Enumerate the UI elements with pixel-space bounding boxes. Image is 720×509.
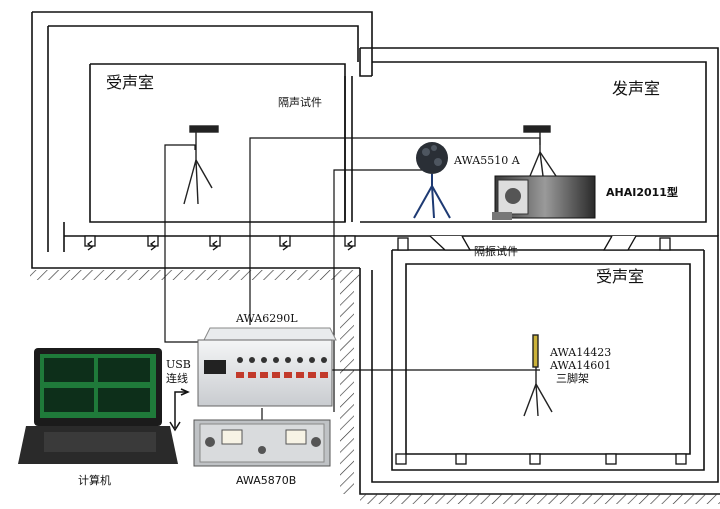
label-tripod: 三脚架: [556, 371, 589, 385]
omnidirectional-speaker: [413, 142, 451, 219]
laptop-computer: [18, 348, 178, 464]
label-usb: USB: [166, 358, 191, 371]
label-awa5510a: AWA5510 A: [453, 154, 521, 167]
microphone-tripod-source: [523, 125, 557, 177]
vibration-isolators-bottom: [395, 235, 687, 465]
label-computer: 计算机: [78, 473, 111, 487]
ahai2011-amplifier: [492, 175, 596, 220]
label-receive-room-top: 受声室: [106, 73, 154, 92]
label-ahai2011: AHAI2011型: [606, 185, 678, 199]
label-vibration-specimen: 隔振试件: [474, 244, 518, 258]
label-awa5870b: AWA5870B: [236, 474, 296, 487]
label-source-room: 发声室: [612, 79, 660, 98]
label-awa14423: AWA14423: [549, 346, 611, 359]
label-usb-cable: 连线: [166, 371, 188, 385]
usb-arrow: [169, 388, 190, 432]
vibration-isolators-top: [84, 235, 356, 251]
label-receive-room-bottom: 受声室: [596, 267, 644, 286]
label-awa14601: AWA14601: [549, 359, 611, 372]
microphone-tripod-left: [183, 125, 219, 205]
ground-hatch: [30, 270, 720, 504]
label-awa6290l: AWA6290L: [235, 312, 298, 325]
awa6290l-analyzer: [197, 327, 337, 407]
awa5870b-amplifier: [193, 419, 331, 467]
label-sound-specimen: 隔声试件: [278, 95, 322, 109]
microphone-tripod-bottom: [523, 334, 553, 417]
